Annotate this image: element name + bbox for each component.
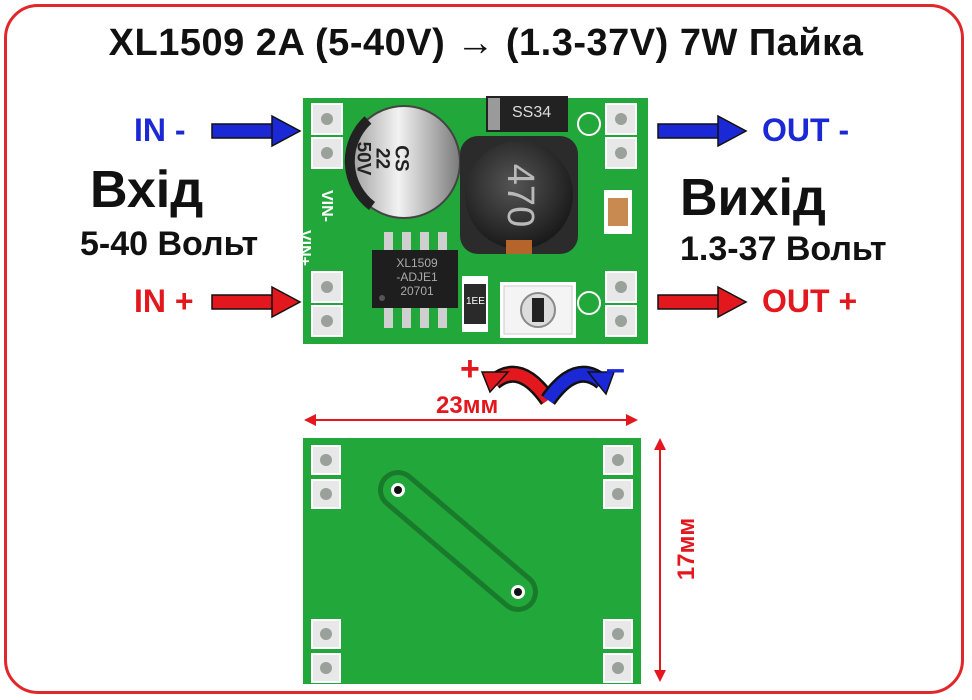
small-part-label: 1EE [466,296,485,307]
page-title: XL1509 2A (5-40V) → (1.3-37V) 7W Пайка [108,22,864,64]
dimension-lines [304,414,666,682]
out-minus-label: OUT - [762,112,850,148]
arrow-out-minus [657,114,748,148]
output-title: Вихід [680,169,826,227]
vin-minus-label: VIN- [318,190,335,222]
input-title: Вхід [90,161,204,219]
vin-plus-label: VIN+ [296,230,313,267]
pcb-top [303,96,648,344]
adjust-arrows [480,365,616,406]
arrow-in-minus [211,114,302,148]
out-minus-symbol: ⊖ [578,110,579,111]
capacitor-label: CS 22 50V [352,141,412,176]
in-minus-label: IN - [134,112,186,148]
adjust-minus-sign: – [606,350,625,388]
width-dimension: 23мм [436,392,499,419]
outer-frame [4,4,964,694]
in-plus-label: IN + [134,283,194,319]
output-range: 1.3-37 Вольт [680,230,887,268]
diode-label: SS34 [512,104,552,121]
chip-label: XL1509 -ADJE1 20701 [396,256,438,298]
out-plus-label: OUT + [762,283,858,319]
arrow-out-plus [657,285,748,319]
inductor-label: 470 [499,163,542,228]
pcb-bottom [303,438,641,684]
height-dimension: 17мм [673,517,700,581]
input-range: 5-40 Вольт [80,225,259,263]
out-plus-symbol: ⊕ [578,290,579,291]
arrow-in-plus [211,285,302,319]
adjust-plus-sign: + [460,350,480,388]
